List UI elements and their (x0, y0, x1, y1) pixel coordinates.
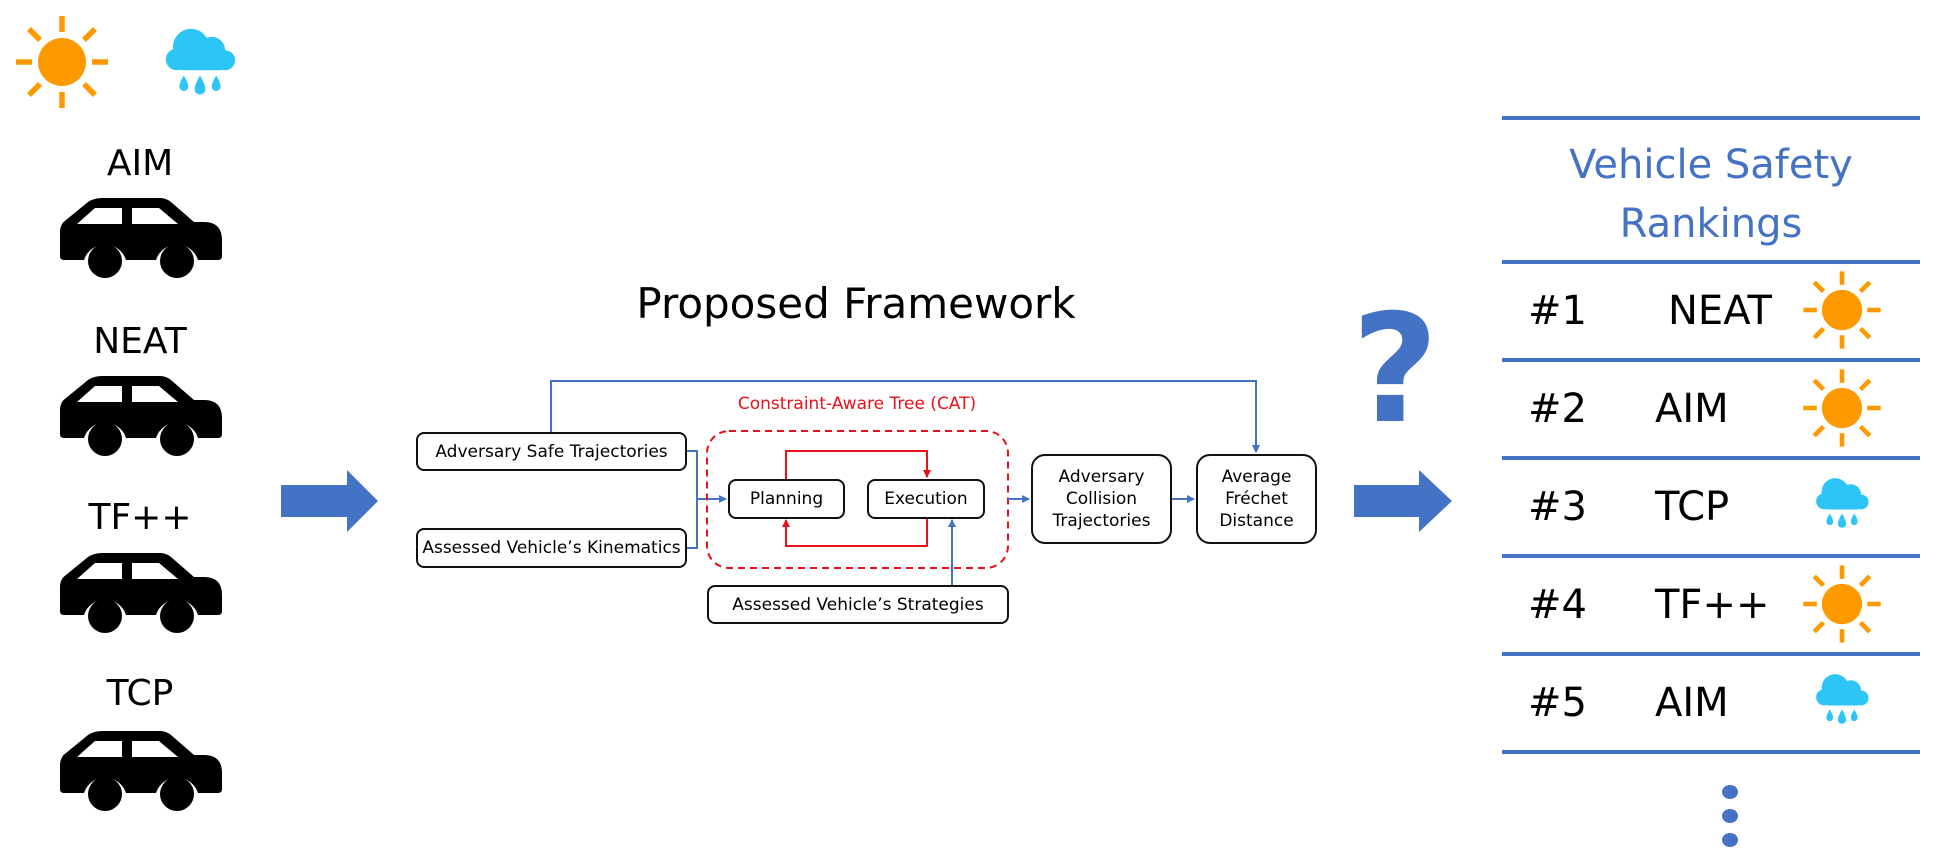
rank-number: #3 (1528, 484, 1587, 530)
rank-vehicle-name: TF++ (1655, 582, 1770, 628)
car-icon (58, 549, 224, 633)
question-mark-icon: ? (1351, 283, 1439, 457)
right-arrow-icon (1354, 470, 1452, 532)
rank-number: #4 (1528, 582, 1587, 628)
car-icon (58, 194, 224, 278)
loop-execution-to-planning (782, 518, 928, 547)
cat-label: Constraint-Aware Tree (CAT) (737, 394, 977, 414)
framework-title: Proposed Framework (636, 279, 1076, 328)
frechet-label-line2: Fréchet (1225, 489, 1288, 509)
ellipsis-dot (1722, 809, 1738, 823)
divider (1502, 260, 1920, 264)
collision-label-line3: Trajectories (1052, 511, 1151, 531)
kinematics-box: Assessed Vehicle’s Kinematics (416, 528, 687, 568)
safe-trajectories-label: Adversary Safe Trajectories (435, 441, 668, 462)
divider (1502, 116, 1920, 120)
vehicle-label: NEAT (93, 321, 187, 362)
car-icon (58, 727, 224, 811)
safe-trajectories-box: Adversary Safe Trajectories (416, 432, 687, 471)
rank-vehicle-name: AIM (1655, 386, 1729, 432)
strategies-box: Assessed Vehicle’s Strategies (707, 585, 1009, 624)
rankings-title-line2: Rankings (1619, 201, 1803, 247)
connector-safe-merge (686, 450, 698, 549)
rank-vehicle-name: TCP (1655, 484, 1730, 530)
car-icon (58, 372, 224, 456)
sun-icon (1800, 562, 1884, 646)
frechet-label-line3: Distance (1219, 511, 1294, 531)
collision-trajectories-box: Adversary Collision Trajectories (1031, 454, 1172, 544)
divider (1502, 750, 1920, 754)
rank-number: #1 (1528, 288, 1587, 334)
planning-node: Planning (728, 479, 845, 519)
rain-cloud-icon (1808, 470, 1876, 538)
sun-icon (12, 12, 112, 112)
vehicle-label: TCP (106, 673, 174, 714)
sun-icon (1800, 366, 1884, 450)
strategies-label: Assessed Vehicle’s Strategies (732, 594, 984, 615)
divider (1502, 456, 1920, 460)
rankings-title-line1: Vehicle Safety (1569, 142, 1853, 188)
divider (1502, 358, 1920, 362)
planning-label: Planning (749, 489, 824, 509)
rank-number: #5 (1528, 680, 1587, 726)
right-arrow-icon (281, 470, 378, 532)
divider (1502, 652, 1920, 656)
rain-cloud-icon (155, 18, 245, 108)
rank-vehicle-name: NEAT (1668, 288, 1772, 334)
kinematics-label: Assessed Vehicle’s Kinematics (422, 538, 681, 558)
vehicle-label: AIM (106, 143, 174, 184)
frechet-label-line1: Average (1221, 467, 1292, 487)
ellipsis-dot (1722, 785, 1738, 799)
loop-planning-to-execution (785, 450, 931, 479)
execution-label: Execution (884, 489, 968, 509)
rankings-title: Vehicle Safety Rankings (1502, 136, 1920, 254)
frechet-distance-box: Average Fréchet Distance (1196, 454, 1317, 544)
sun-icon (1800, 268, 1884, 352)
rank-number: #2 (1528, 386, 1587, 432)
vehicle-label: TF++ (88, 497, 192, 538)
rank-vehicle-name: AIM (1655, 680, 1729, 726)
collision-label-line2: Collision (1065, 489, 1138, 509)
ellipsis-dot (1722, 833, 1738, 847)
rain-cloud-icon (1808, 666, 1876, 734)
collision-label-line1: Adversary (1058, 467, 1145, 487)
execution-node: Execution (867, 479, 985, 519)
divider (1502, 554, 1920, 558)
